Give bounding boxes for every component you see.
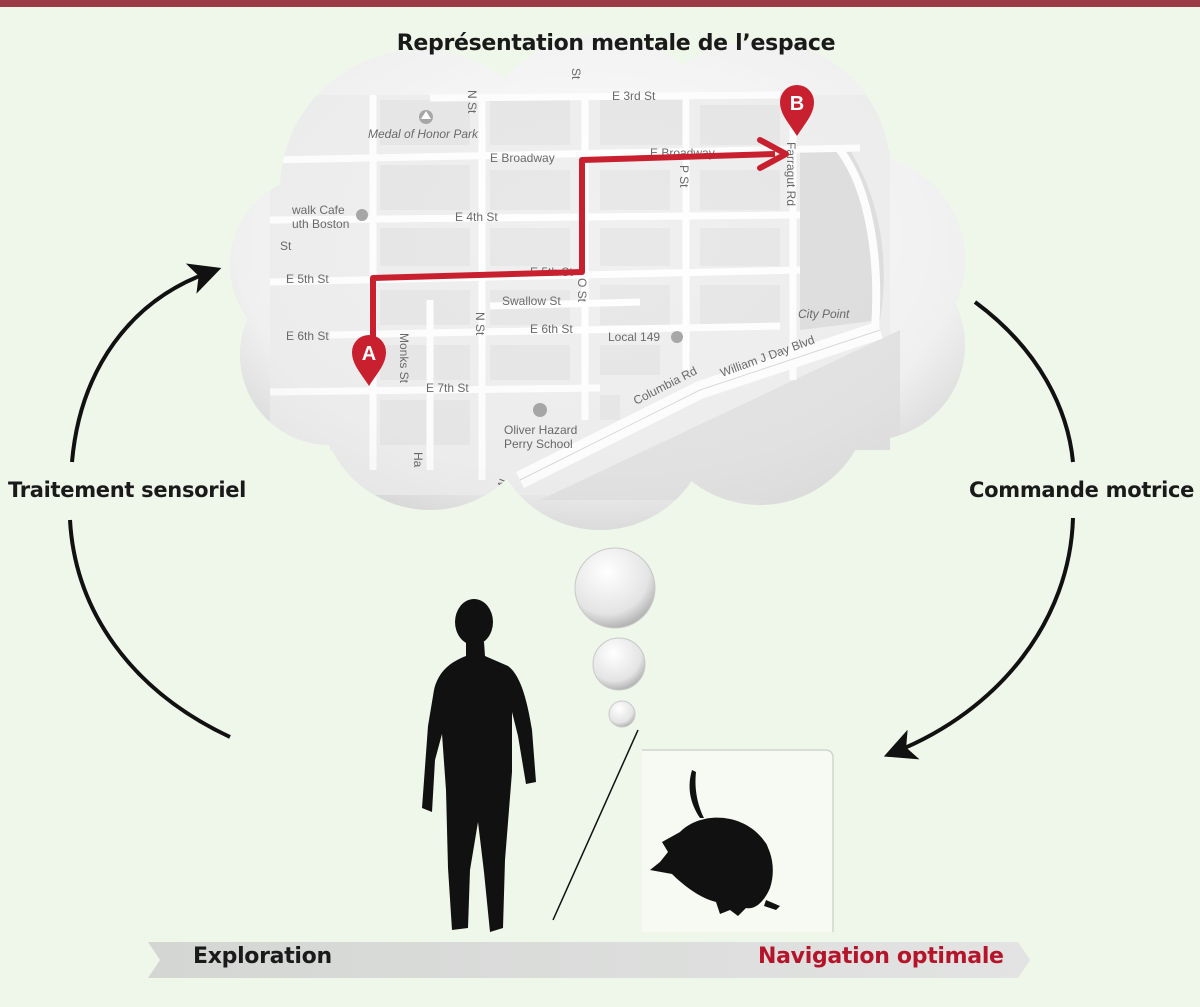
route-arrowhead (757, 137, 789, 171)
location-pin-icon: A (352, 335, 386, 386)
right-process-label: Commande motrice (969, 478, 1195, 502)
right-cycle-arrow-lower (883, 517, 1075, 760)
left-cycle-arrow-upper (70, 263, 222, 463)
left-process-label: Traitement sensoriel (8, 478, 247, 502)
marker-b-label: B (790, 93, 804, 115)
progress-start-label: Exploration (193, 944, 332, 969)
top-accent-bar (0, 0, 1200, 7)
left-cycle-arrow (68, 519, 231, 739)
marker-a-label: A (362, 343, 376, 365)
diagram-title: Représentation mentale de l’espace (396, 31, 836, 56)
rat-silhouette-icon (650, 770, 780, 916)
right-cycle-arrow (973, 300, 1075, 463)
progress-bar (148, 942, 1030, 978)
person-silhouette-icon (422, 599, 536, 932)
thought-cloud: E 3rd St E Broadway E Broadway E 4th St … (230, 35, 965, 530)
thought-bubbles (574, 547, 656, 728)
progress-end-label: Navigation optimale (758, 944, 1004, 969)
location-pin-icon: B (780, 85, 814, 136)
route-path (370, 151, 776, 372)
